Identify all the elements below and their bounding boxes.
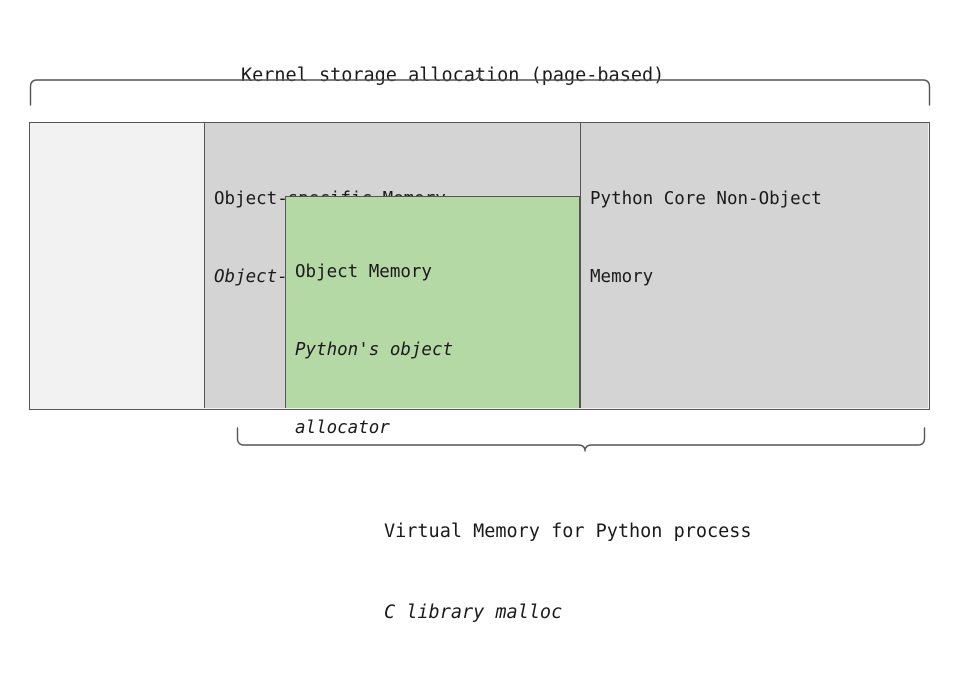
top-annotation-line-1: Kernel storage allocation (page-based): [241, 65, 665, 86]
bottom-annotation-line-1: Virtual Memory for Python process: [384, 521, 752, 542]
diagram-canvas: Kernel storage allocation (page-based) O…: [0, 65, 960, 623]
region-core-nonobject-line-1: Python Core Non-Object: [590, 189, 822, 209]
region-unused-memory: [30, 123, 204, 409]
region-object-memory-label: Object Memory Python's object allocator: [295, 207, 453, 493]
region-object-memory: Object Memory Python's object allocator: [285, 196, 580, 438]
memory-layout-box: Object-specific Memory Object-specific a…: [29, 122, 930, 438]
region-object-memory-line-1: Object Memory: [295, 262, 432, 282]
region-python-core-non-object-memory: Python Core Non-Object Memory: [580, 123, 929, 409]
region-object-memory-line-2: Python's object: [295, 340, 454, 360]
bottom-annotation-text: Virtual Memory for Python process C libr…: [384, 464, 752, 680]
top-brace: [0, 72, 960, 106]
bottom-brace: [0, 420, 960, 454]
bottom-annotation-line-2: C library malloc: [384, 602, 563, 623]
region-core-nonobject-line-2: Memory: [590, 267, 654, 287]
region-object-memory-line-3: allocator: [295, 418, 390, 438]
region-core-nonobject-label: Python Core Non-Object Memory: [590, 134, 822, 342]
